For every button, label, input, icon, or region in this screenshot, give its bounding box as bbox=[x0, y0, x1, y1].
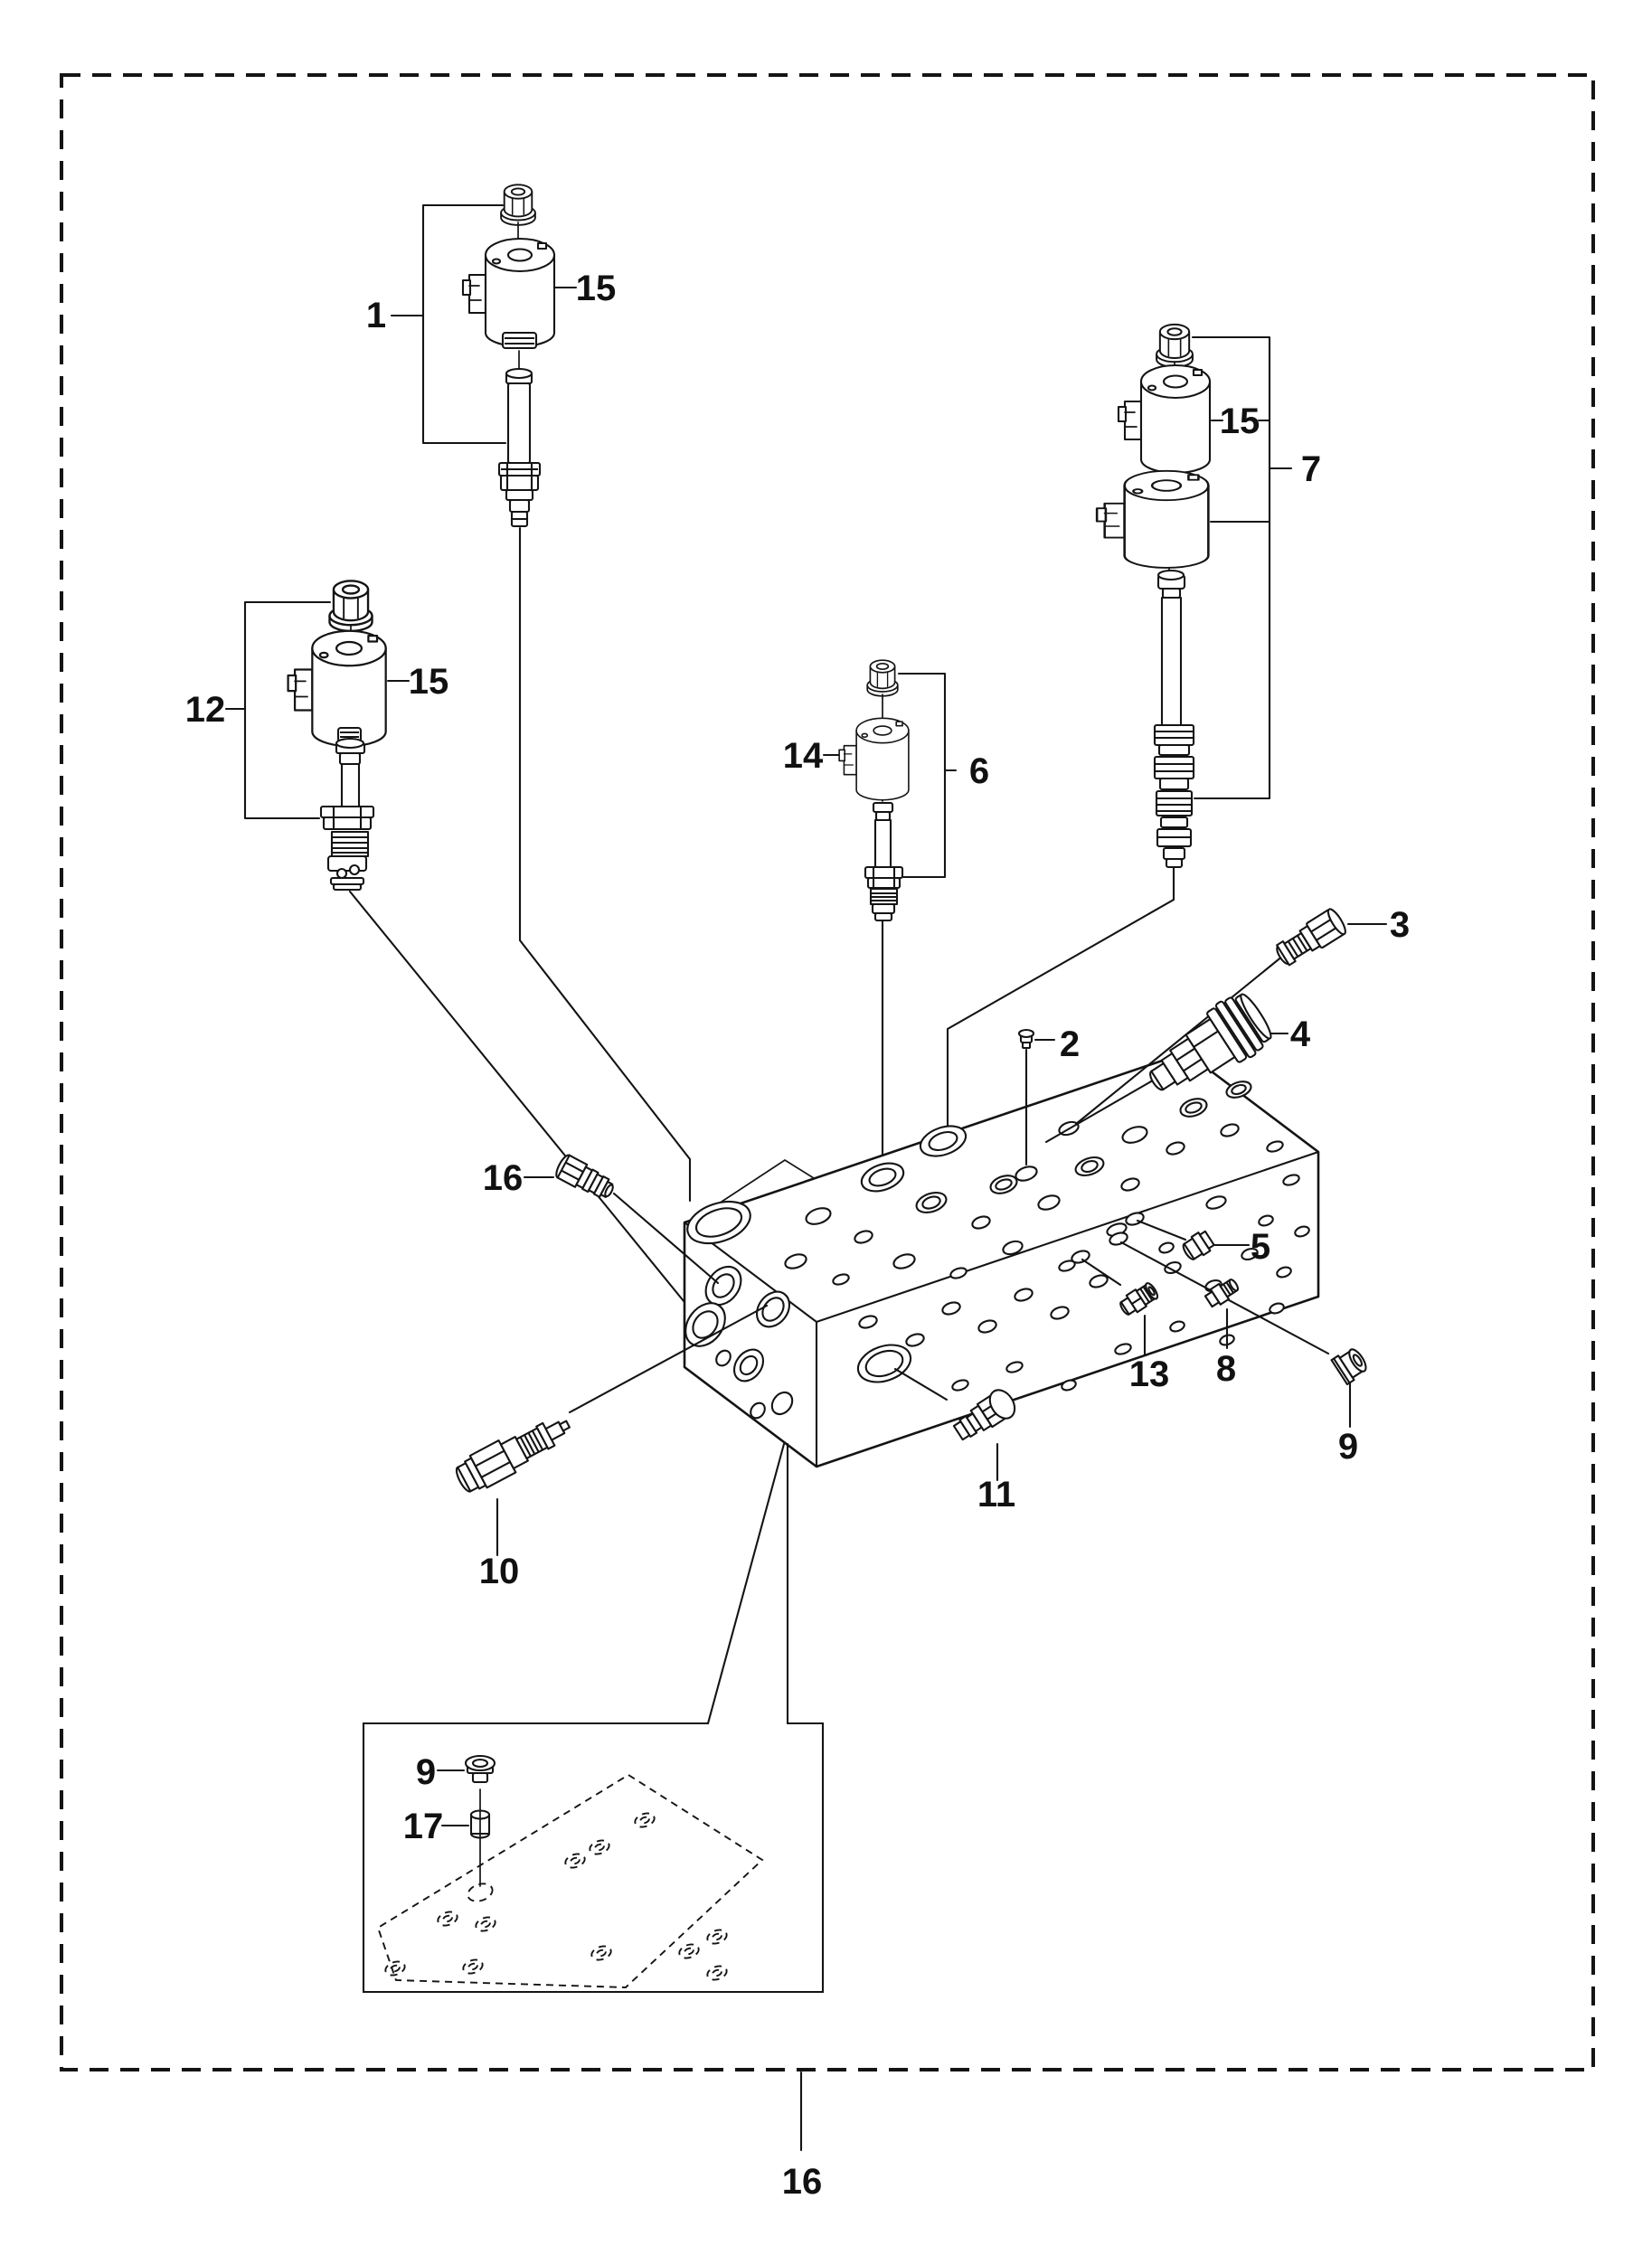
coil-15-a bbox=[461, 237, 556, 348]
callout-15c-label: 15 bbox=[1220, 401, 1260, 441]
callout-8-label: 8 bbox=[1216, 1349, 1236, 1389]
callout-15b-label: 15 bbox=[409, 662, 449, 702]
leader-7-to-block bbox=[946, 866, 1175, 1130]
coil-15-b bbox=[287, 629, 387, 748]
coil-bushing-a bbox=[501, 331, 538, 350]
part-3-fitting: 3 bbox=[1074, 905, 1410, 1126]
nut-14 bbox=[866, 659, 899, 697]
part-13-valve: 13 bbox=[1081, 1258, 1170, 1394]
solenoid-assembly-7: 15 7 bbox=[946, 323, 1321, 1130]
callout-16-bottom-label: 16 bbox=[782, 2162, 823, 2202]
subdiagram-box bbox=[362, 1722, 825, 1994]
block-ports-left bbox=[684, 1265, 794, 1420]
dashed-frame bbox=[60, 73, 1595, 2071]
callout-7-label: 7 bbox=[1301, 449, 1321, 489]
part-10-relief-valve: 10 bbox=[455, 1304, 769, 1591]
part-2-plug: 2 bbox=[1017, 1024, 1080, 1166]
callout-9-label: 9 bbox=[1338, 1427, 1358, 1467]
leader-1-to-block bbox=[518, 526, 692, 1203]
callout-14-label: 14 bbox=[783, 736, 824, 776]
part-9-plug: 9 bbox=[1330, 1348, 1367, 1467]
subdiagram-block-dashed bbox=[376, 1773, 764, 1988]
leaders-to-subdiagram bbox=[706, 1442, 789, 1725]
callout-15a-label: 15 bbox=[576, 269, 617, 308]
nut-15-c bbox=[1156, 323, 1194, 368]
part-5-plug: 5 bbox=[1136, 1219, 1270, 1267]
valve-stem-1 bbox=[497, 367, 542, 528]
solenoid-assembly-12: 12 15 bbox=[185, 580, 702, 1323]
solenoid-assembly-1: 1 15 bbox=[366, 184, 692, 1203]
part-4-cartridge: 4 bbox=[1044, 993, 1311, 1144]
coil-14 bbox=[838, 717, 910, 801]
callout-12-label: 12 bbox=[185, 690, 226, 730]
callout-3-label: 3 bbox=[1390, 905, 1410, 945]
valve-block bbox=[683, 1051, 1320, 1468]
callout-16-label: 16 bbox=[483, 1158, 524, 1198]
nut-15-b bbox=[328, 580, 373, 633]
callout-11-label: 11 bbox=[977, 1475, 1015, 1515]
callout-9sub-label: 9 bbox=[416, 1752, 436, 1792]
callout-1-label: 1 bbox=[366, 296, 386, 335]
part-9-sub-plug bbox=[464, 1754, 496, 1784]
part-16-fitting: 16 bbox=[483, 1154, 720, 1285]
callout-13-label: 13 bbox=[1129, 1354, 1170, 1394]
cartridge-14 bbox=[864, 801, 904, 922]
callout-4-label: 4 bbox=[1290, 1014, 1311, 1054]
part-11-plug: 11 bbox=[893, 1367, 1016, 1515]
leader-12-to-block bbox=[348, 890, 702, 1323]
callout-5-label: 5 bbox=[1251, 1227, 1270, 1267]
bracket-12 bbox=[224, 600, 332, 820]
callout-6-label: 6 bbox=[969, 751, 989, 791]
bottom-callout-16: 16 bbox=[782, 2071, 823, 2202]
part-8-fitting: 8 bbox=[1119, 1241, 1330, 1389]
coil-15-c bbox=[1117, 363, 1212, 475]
bracket-7 bbox=[1191, 335, 1293, 800]
nut-15-a bbox=[500, 184, 536, 226]
block-ports-top bbox=[686, 1081, 1300, 1286]
callout-17-label: 17 bbox=[403, 1807, 444, 1846]
bracket-6 bbox=[897, 672, 958, 879]
callout-2-label: 2 bbox=[1060, 1024, 1080, 1064]
callout-10-label: 10 bbox=[479, 1552, 520, 1591]
subdiagram-ports bbox=[382, 1809, 730, 1984]
cartridge-7 bbox=[1153, 569, 1195, 869]
cartridge-12 bbox=[319, 737, 375, 892]
solenoid-assembly-14-6: 14 6 bbox=[783, 659, 989, 1168]
coil-7-lower bbox=[1095, 469, 1210, 570]
sub-diagram-detail: 9 17 bbox=[362, 1442, 825, 1994]
bracket-1 bbox=[390, 203, 507, 445]
